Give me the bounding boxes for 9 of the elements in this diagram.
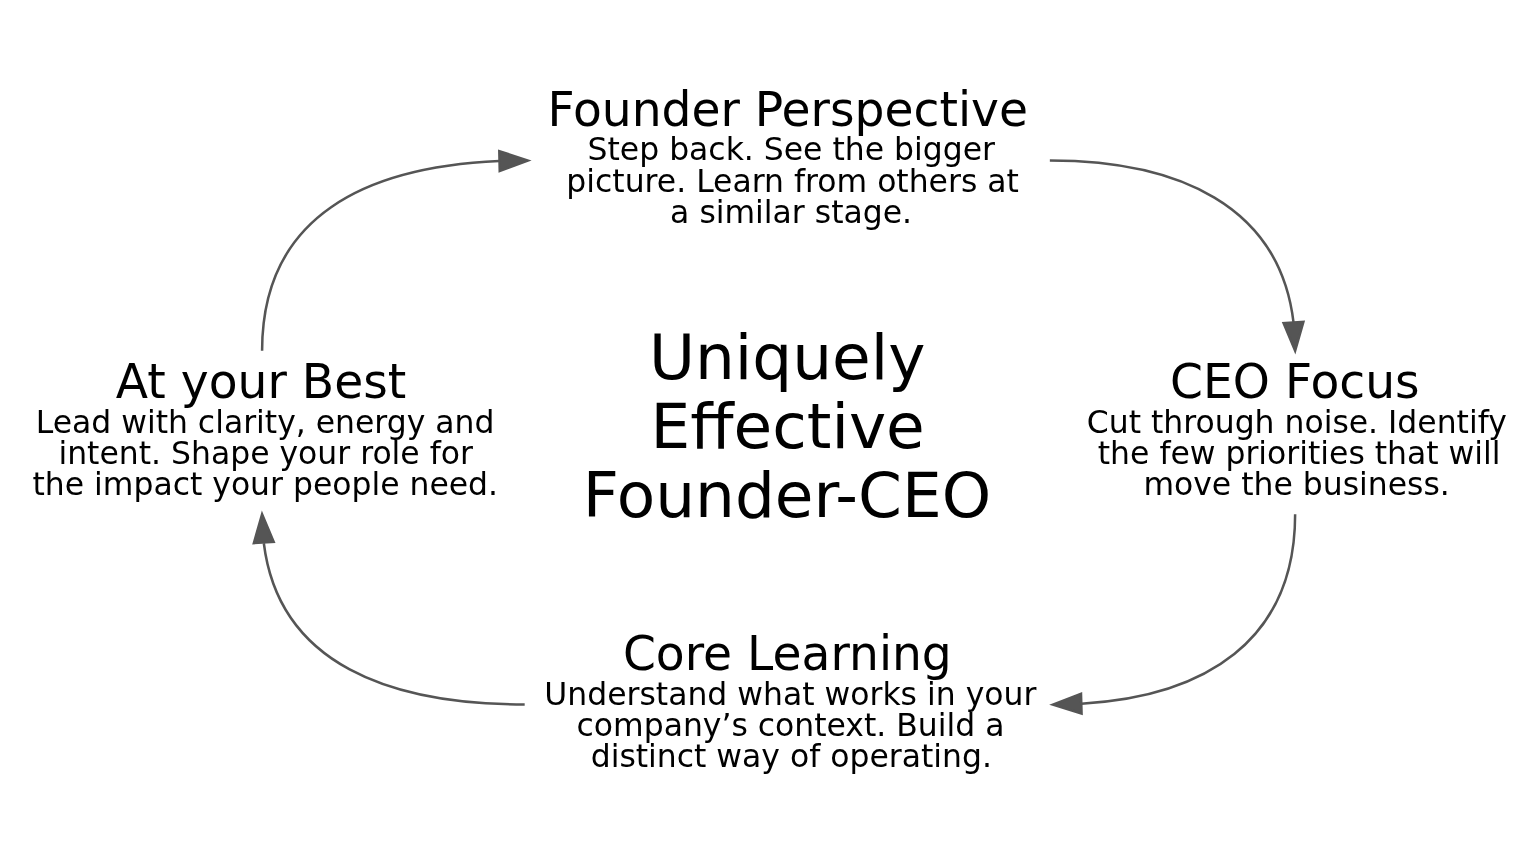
label: Uniquely Effective Founder-CEO	[582, 320, 992, 532]
arrow	[1049, 158, 1306, 355]
node-text: At your Best Lead with clarity, energy and intent. Shape your role for the impact your people need.	[32, 353, 499, 502]
node-text: CEO Focus Cut through noise. Identify the few priorities that will move the business.	[1086, 353, 1507, 502]
arrow	[1049, 513, 1297, 715]
arrow	[260, 148, 532, 351]
arrow	[252, 509, 525, 706]
node-text: Core Learning Understand what works in your company’s context. Build a distinct way of operating.	[544, 625, 1037, 774]
node-text: Founder Perspective Step back. See the bigger picture. Learn from others at a similar stage.	[547, 81, 1028, 230]
